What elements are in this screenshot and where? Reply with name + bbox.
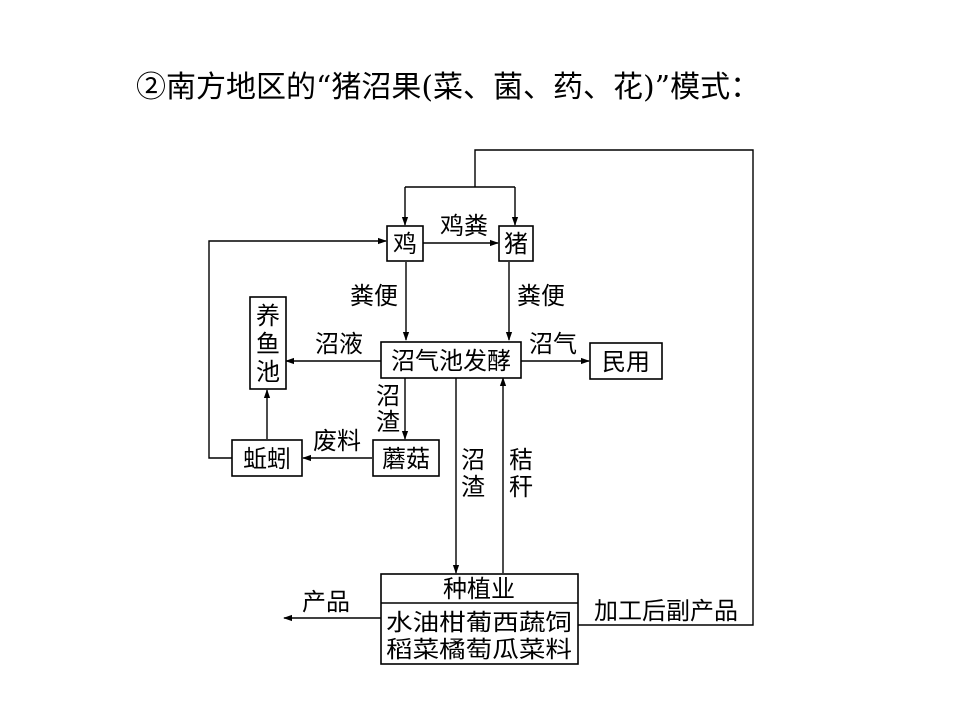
waste-label: 废料 <box>313 427 361 455</box>
planting-row-2: 稻菜橘萄瓜菜料 <box>386 637 572 663</box>
product-label: 产品 <box>302 588 350 616</box>
earthworm-to-chicken-arrow <box>208 237 387 459</box>
straw-char-1: 秸 <box>509 446 533 474</box>
earthworm-label: 蚯蚓 <box>243 445 291 473</box>
feces-right-label: 粪便 <box>517 282 565 310</box>
pig-node: 猪 <box>498 225 534 262</box>
planting-node: 种植业 水油柑葡西蔬饲 稻菜橘萄瓜菜料 <box>380 573 579 665</box>
fishpond-char-3: 池 <box>256 358 280 386</box>
fishpond-char-1: 养 <box>256 302 280 330</box>
residue-small-char-1: 沼 <box>376 382 400 410</box>
mushroom-label: 蘑菇 <box>382 445 430 473</box>
planting-header: 种植业 <box>443 575 515 603</box>
civil-label: 民用 <box>602 348 650 376</box>
residue-small-char-2: 渣 <box>376 408 400 436</box>
fishpond-char-2: 鱼 <box>256 330 280 358</box>
mushroom-node: 蘑菇 <box>372 439 440 477</box>
gas-label: 沼气 <box>529 330 577 358</box>
byproduct-loop-line <box>474 149 754 626</box>
chicken-label: 鸡 <box>393 230 417 258</box>
planting-row-1: 水油柑葡西蔬饲 <box>386 610 572 636</box>
slurry-label: 沼液 <box>315 330 363 358</box>
civil-node: 民用 <box>589 342 663 380</box>
residue-big-char-1: 沼 <box>461 446 485 474</box>
page-title: ②南方地区的“猪沼果(菜、菌、药、花)”模式： <box>136 70 761 105</box>
byproduct-label: 加工后副产品 <box>594 597 738 625</box>
chicken-node: 鸡 <box>386 225 424 262</box>
straw-char-2: 秆 <box>509 473 533 501</box>
biogas-node: 沼气池发酵 <box>380 341 522 379</box>
feces-left-label: 粪便 <box>350 282 398 310</box>
pig-label: 猪 <box>504 230 528 258</box>
residue-big-char-2: 渣 <box>461 473 485 501</box>
fishpond-node: 养 鱼 池 <box>249 296 287 390</box>
biogas-label: 沼气池发酵 <box>391 347 511 375</box>
chicken-manure-label: 鸡粪 <box>440 212 488 240</box>
earthworm-node: 蚯蚓 <box>231 439 303 477</box>
